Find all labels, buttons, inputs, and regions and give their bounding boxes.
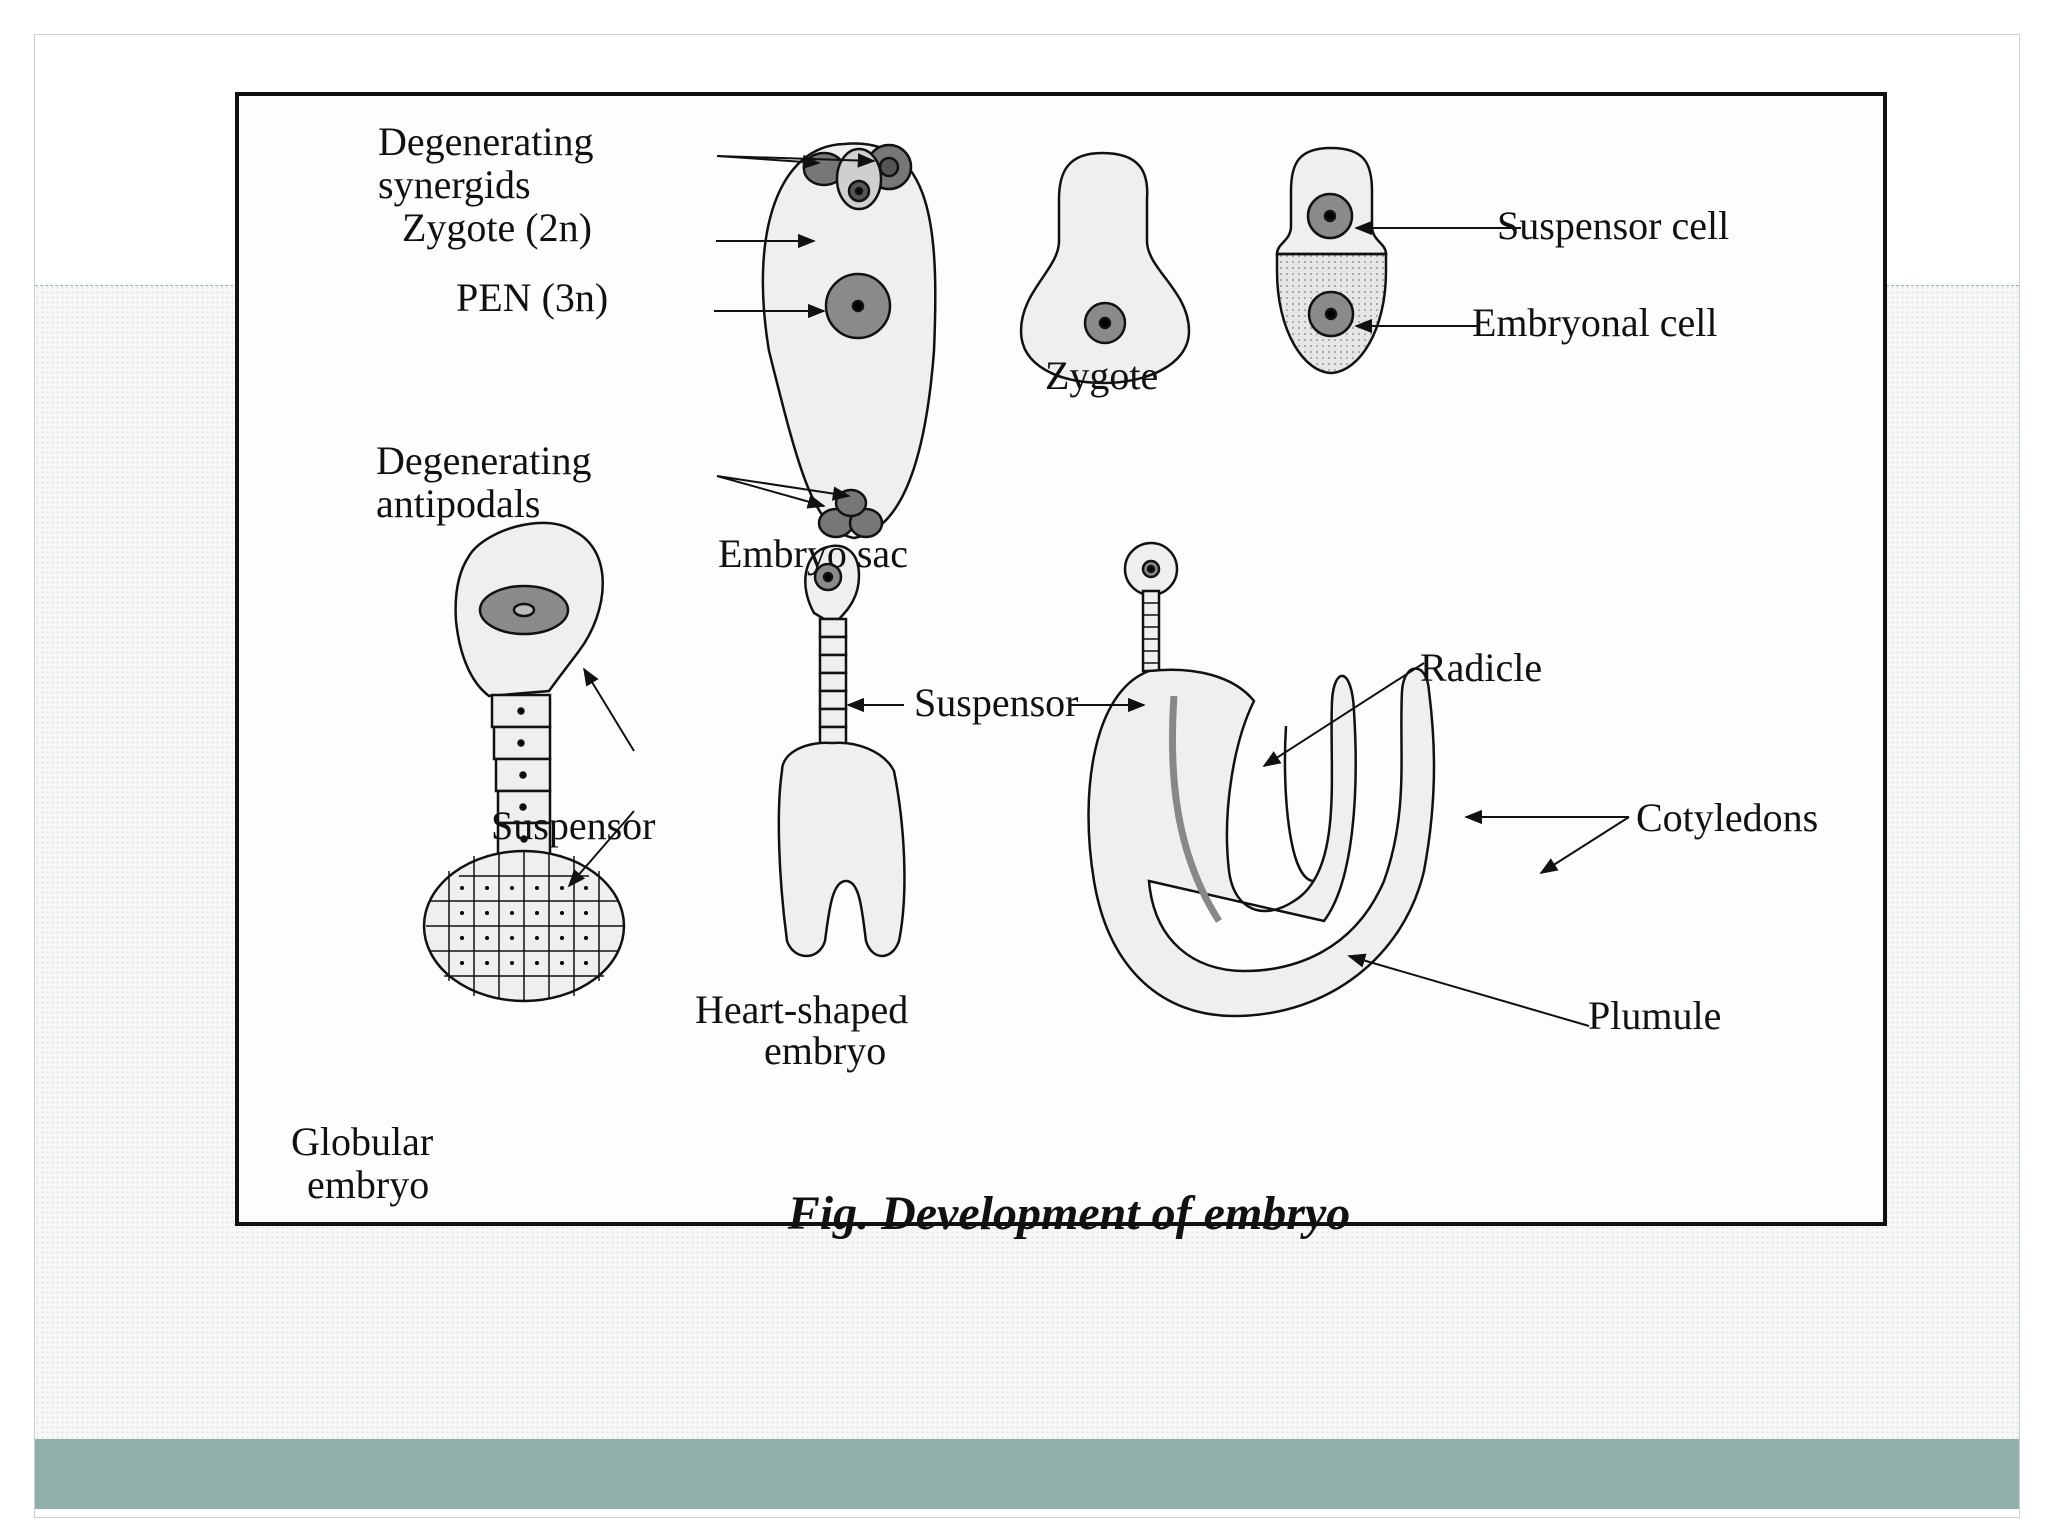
- label-zygote: Zygote: [1045, 353, 1158, 398]
- radicle-line: [1168, 695, 1222, 923]
- mature-embryo-diagram: [1087, 541, 1436, 1018]
- label-degenerating-synergids-2: synergids: [378, 162, 531, 207]
- zygote-diagram: [1019, 151, 1191, 385]
- label-suspensor-globular: Suspensor: [491, 803, 655, 848]
- label-globular-1: Globular: [291, 1119, 433, 1164]
- embryo-development-figure: Degenerating synergids Zygote (2n) PEN (…: [235, 92, 1887, 1240]
- label-degenerating-synergids-1: Degenerating: [378, 119, 593, 164]
- slide: Degenerating synergids Zygote (2n) PEN (…: [34, 34, 2020, 1518]
- label-globular-2: embryo: [307, 1162, 429, 1207]
- leader-lines: [567, 153, 1630, 1027]
- figure-caption: Fig. Development of embryo: [787, 1187, 1351, 1240]
- antipodal-cells: [817, 488, 884, 539]
- globular-embryo-diagram: [422, 521, 626, 1003]
- label-degenerating-antipodals-2: antipodals: [376, 481, 540, 526]
- label-embryonal-cell: Embryonal cell: [1472, 300, 1717, 345]
- label-plumule: Plumule: [1588, 993, 1721, 1038]
- two-celled-diagram: [1275, 146, 1388, 375]
- label-degenerating-antipodals-1: Degenerating: [376, 438, 591, 483]
- label-heart-shaped-1: Heart-shaped: [695, 987, 908, 1032]
- bottom-accent-bar: [35, 1439, 2019, 1509]
- label-suspensor-heart: Suspensor: [914, 680, 1078, 725]
- label-embryo-sac: Embryo sac: [718, 531, 908, 576]
- label-pen-3n: PEN (3n): [456, 275, 608, 320]
- heart-shaped-embryo-diagram: [777, 544, 906, 958]
- label-zygote-2n: Zygote (2n): [402, 205, 592, 250]
- label-heart-shaped-2: embryo: [764, 1028, 886, 1073]
- heart-suspensor-cells: [818, 617, 848, 747]
- label-radicle: Radicle: [1420, 645, 1542, 690]
- label-suspensor-cell: Suspensor cell: [1497, 203, 1729, 248]
- label-cotyledons: Cotyledons: [1636, 795, 1818, 840]
